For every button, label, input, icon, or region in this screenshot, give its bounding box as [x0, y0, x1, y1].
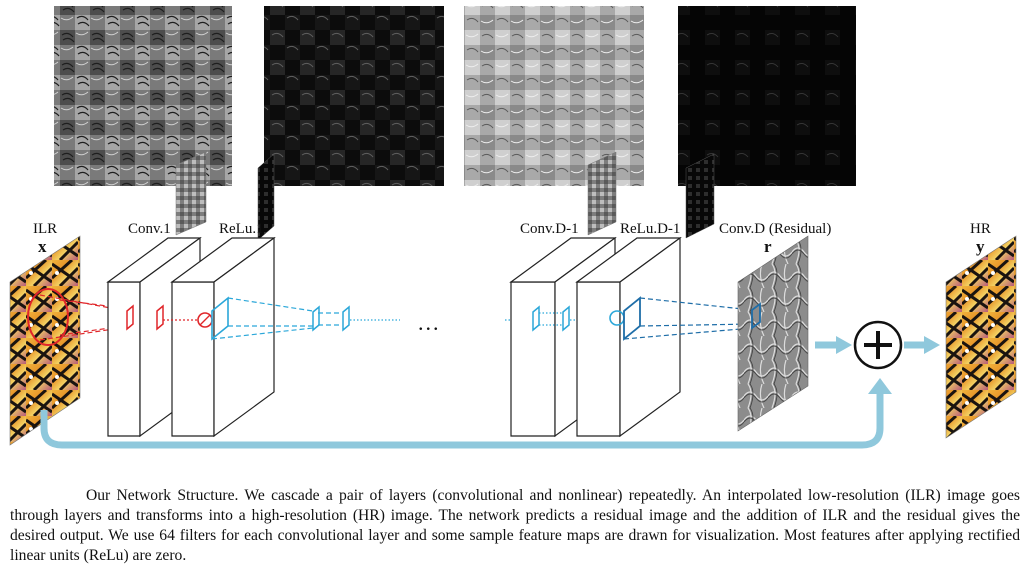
label-x: x: [38, 237, 47, 256]
label-relud1: ReLu.D-1: [620, 221, 680, 237]
label-convd1: Conv.D-1: [520, 221, 579, 237]
feature-map-convd1: [464, 6, 644, 186]
feature-map-relud1: [678, 6, 856, 186]
receptive-field-lines-blue: [211, 297, 342, 340]
diagram-canvas: ILR x Conv.1 ReLu.1 Conv.D-1 ReLu.D-1 Co…: [9, 6, 1017, 449]
skip-arrowhead: [868, 378, 892, 394]
thumbnail-convd1: [587, 151, 617, 236]
label-relu1: ReLu.1: [219, 221, 264, 237]
conv1-filter: [126, 304, 164, 331]
figure-caption: Our Network Structure. We cascade a pair…: [10, 486, 1020, 566]
label-conv1: Conv.1: [128, 221, 171, 237]
skip-connection-arrow: [40, 392, 884, 449]
caption-text: Our Network Structure. We cascade a pair…: [10, 487, 1020, 564]
relu1-block: [170, 236, 276, 438]
thumbnail-relu1: [257, 153, 275, 241]
receptive-field-lines-dark-blue: [623, 297, 753, 340]
label-hr: HR: [970, 221, 991, 237]
feature-map-relu1: [264, 6, 444, 186]
label-r: r: [764, 237, 772, 256]
intermediate-filter: [312, 305, 350, 332]
ilr-input-image: [9, 235, 81, 446]
thumbnail-relud1: [685, 153, 715, 239]
sum-node: [853, 320, 903, 370]
thumbnail-conv1: [175, 151, 207, 236]
residual-image: [737, 235, 809, 432]
label-ilr: ILR: [33, 221, 57, 237]
ellipsis: ...: [418, 310, 441, 335]
label-y: y: [976, 237, 985, 256]
hr-output-image: [945, 235, 1017, 439]
label-convd: Conv.D (Residual): [719, 221, 831, 237]
